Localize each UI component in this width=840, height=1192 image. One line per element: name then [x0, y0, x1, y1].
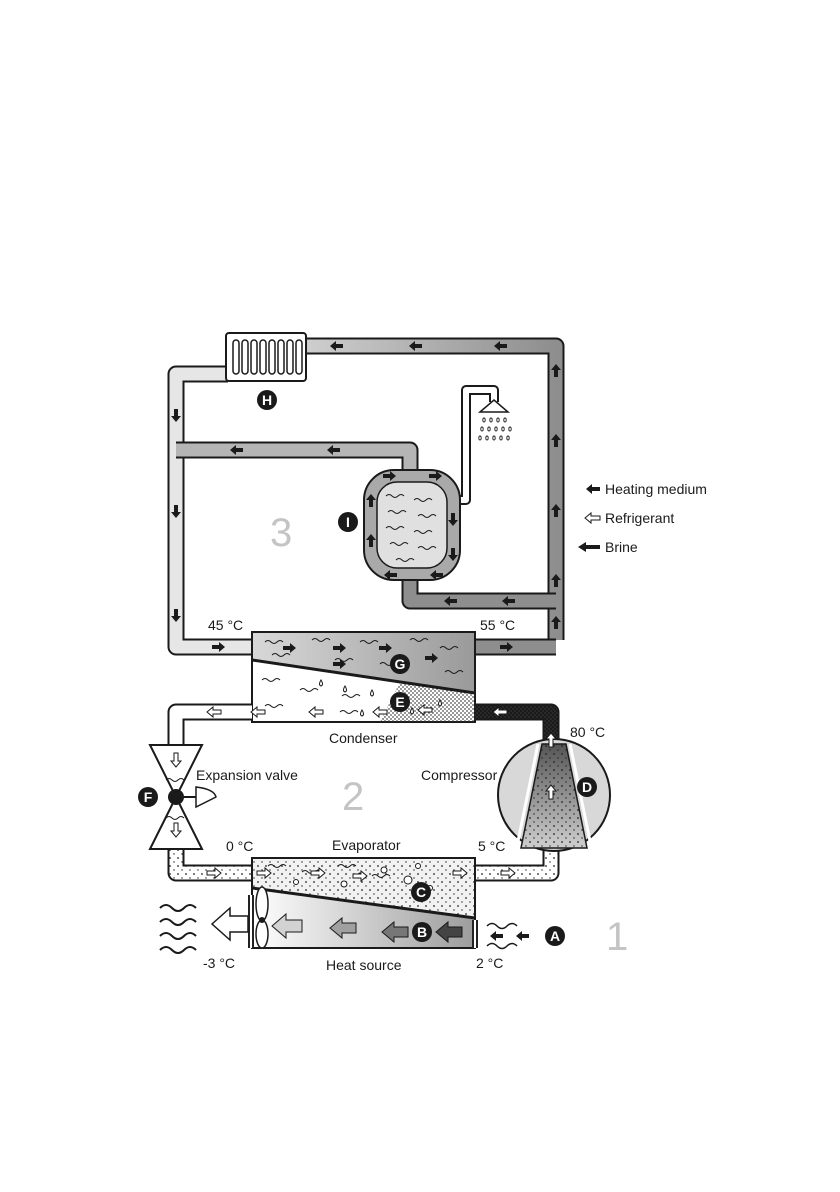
badge-D-label: D: [582, 779, 592, 795]
zone-2-number: 2: [342, 775, 364, 819]
expansion-valve: [150, 745, 216, 849]
temp-2-label: 2 °C: [476, 955, 503, 971]
legend-refrigerant: Refrigerant: [585, 510, 674, 526]
expansion-valve-label: Expansion valve: [196, 767, 298, 783]
badge-G-label: G: [395, 656, 406, 672]
zone-1-number: 1: [606, 915, 628, 959]
legend-heating-medium-label: Heating medium: [605, 481, 707, 497]
badge-A-label: A: [550, 928, 560, 944]
exhaust-air-waves: [160, 905, 248, 953]
temp-80-label: 80 °C: [570, 724, 605, 740]
legend: Heating medium Refrigerant Brine: [578, 481, 707, 555]
compressor-label: Compressor: [421, 767, 498, 783]
hot-water-tank: [364, 470, 460, 580]
badge-I-label: I: [346, 514, 350, 530]
badge-G: G: [390, 654, 410, 674]
legend-brine-label: Brine: [605, 539, 638, 555]
badge-A: A: [545, 926, 565, 946]
condenser: [252, 632, 475, 722]
legend-refrigerant-label: Refrigerant: [605, 510, 674, 526]
badge-I: I: [338, 512, 358, 532]
badge-B: B: [412, 922, 432, 942]
temp-55-label: 55 °C: [480, 617, 515, 633]
refrigerant-arrow-icon: [585, 513, 600, 523]
evaporator-label: Evaporator: [332, 837, 401, 853]
legend-brine: Brine: [578, 539, 638, 555]
radiator-icon: [226, 333, 306, 381]
zone-3-number: 3: [270, 511, 292, 555]
badge-E: E: [390, 692, 410, 712]
temp-5-label: 5 °C: [478, 838, 505, 854]
incoming-brine: [487, 924, 529, 949]
heating-medium-arrow-icon: [586, 484, 600, 494]
badge-H-label: H: [262, 392, 272, 408]
temp-minus3-label: -3 °C: [203, 955, 235, 971]
badge-E-label: E: [395, 694, 404, 710]
legend-heating-medium: Heating medium: [586, 481, 707, 497]
brine-arrow-icon: [578, 542, 600, 552]
badge-F: F: [138, 787, 158, 807]
badge-F-label: F: [144, 789, 153, 805]
temp-45-label: 45 °C: [208, 617, 243, 633]
fan-icon: [256, 887, 268, 948]
badge-C-label: C: [416, 884, 426, 900]
badge-H: H: [257, 390, 277, 410]
badge-C: C: [411, 882, 431, 902]
badge-B-label: B: [417, 924, 427, 940]
shower-head-icon: [452, 390, 511, 500]
heat-source-label: Heat source: [326, 957, 402, 973]
condenser-label: Condenser: [329, 730, 398, 746]
badge-D: D: [577, 777, 597, 797]
temp-0-label: 0 °C: [226, 838, 253, 854]
